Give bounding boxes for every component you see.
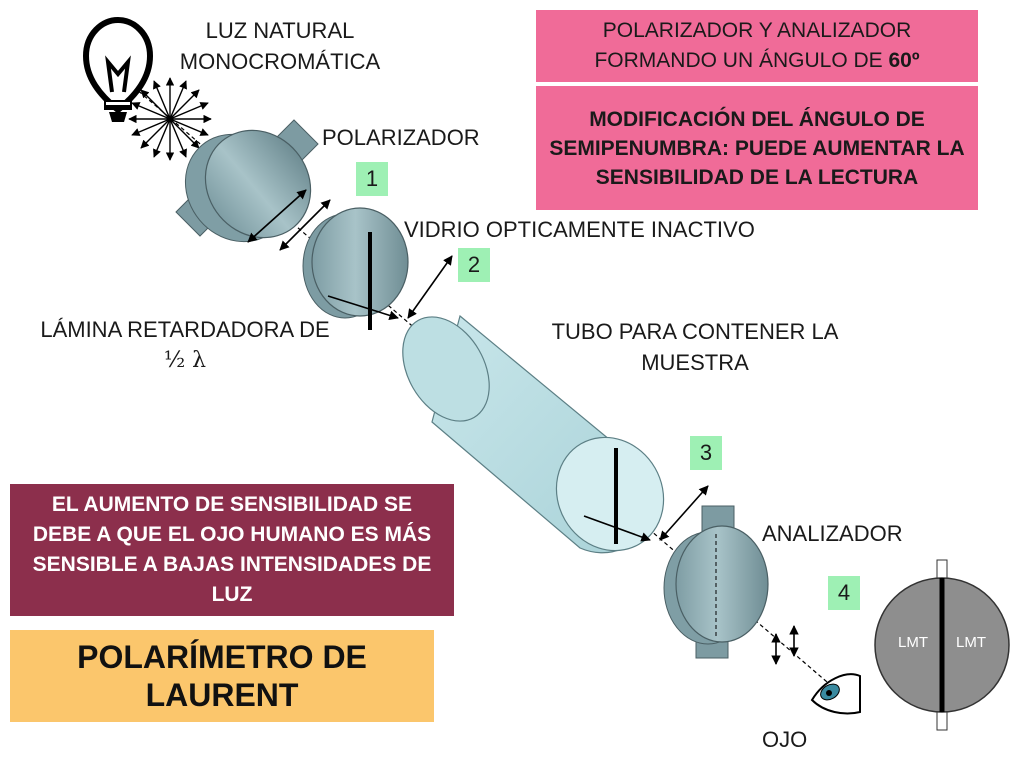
retarded-light-vector-a: [327, 295, 399, 320]
half-wave-plate-label: LÁMINA RETARDADORA DE ½ λ: [40, 317, 330, 373]
page-title-line2: LAURENT: [145, 677, 299, 713]
angle-info-box: POLARIZADOR Y ANALIZADOR FORMANDO UN ÁNG…: [536, 10, 978, 82]
step-badge-3: 3: [690, 436, 722, 470]
eye-label: OJO: [762, 727, 808, 752]
field-of-view: [874, 559, 1010, 731]
light-source-label: LUZ NATURAL MONOCROMÁTICA: [179, 18, 381, 74]
polarized-light-vector: [279, 199, 331, 251]
field-left-label: LMT: [898, 634, 928, 651]
step-badge-4: 4: [828, 576, 860, 610]
page-title-line1: POLARÍMETRO DE: [77, 639, 367, 675]
analyzer: [663, 505, 769, 659]
step-badge-1: 1: [356, 162, 388, 196]
sample-tube-label: TUBO PARA CONTENER LA MUESTRA: [551, 319, 839, 375]
unpolarized-light-rays: [128, 77, 212, 161]
polarizer-label: POLARIZADOR: [322, 125, 480, 150]
sample-tube: [402, 314, 665, 554]
sample-light-vector-a: [583, 515, 651, 542]
analyzer-label: ANALIZADOR: [762, 521, 903, 546]
sensitivity-box: EL AUMENTO DE SENSIBILIDAD SE DEBE A QUE…: [10, 484, 454, 616]
sample-light-vector-b: [659, 485, 709, 541]
eye-icon: [810, 673, 861, 715]
step-badge-2: 2: [458, 248, 490, 282]
semipenumbra-box: MODIFICACIÓN DEL ÁNGULO DE SEMIPENUMBRA:…: [536, 86, 978, 210]
bulb-icon: [82, 16, 154, 122]
polarizer: [175, 119, 319, 243]
retarded-light-vector-b: [407, 255, 453, 319]
glass-label: VIDRIO OPTICAMENTE INACTIVO: [404, 217, 755, 242]
half-wave-plate: [302, 207, 409, 330]
polarizer-transmission-axis: [247, 189, 307, 243]
field-right-label: LMT: [956, 634, 986, 651]
title-box: POLARÍMETRO DE LAURENT: [10, 630, 434, 722]
